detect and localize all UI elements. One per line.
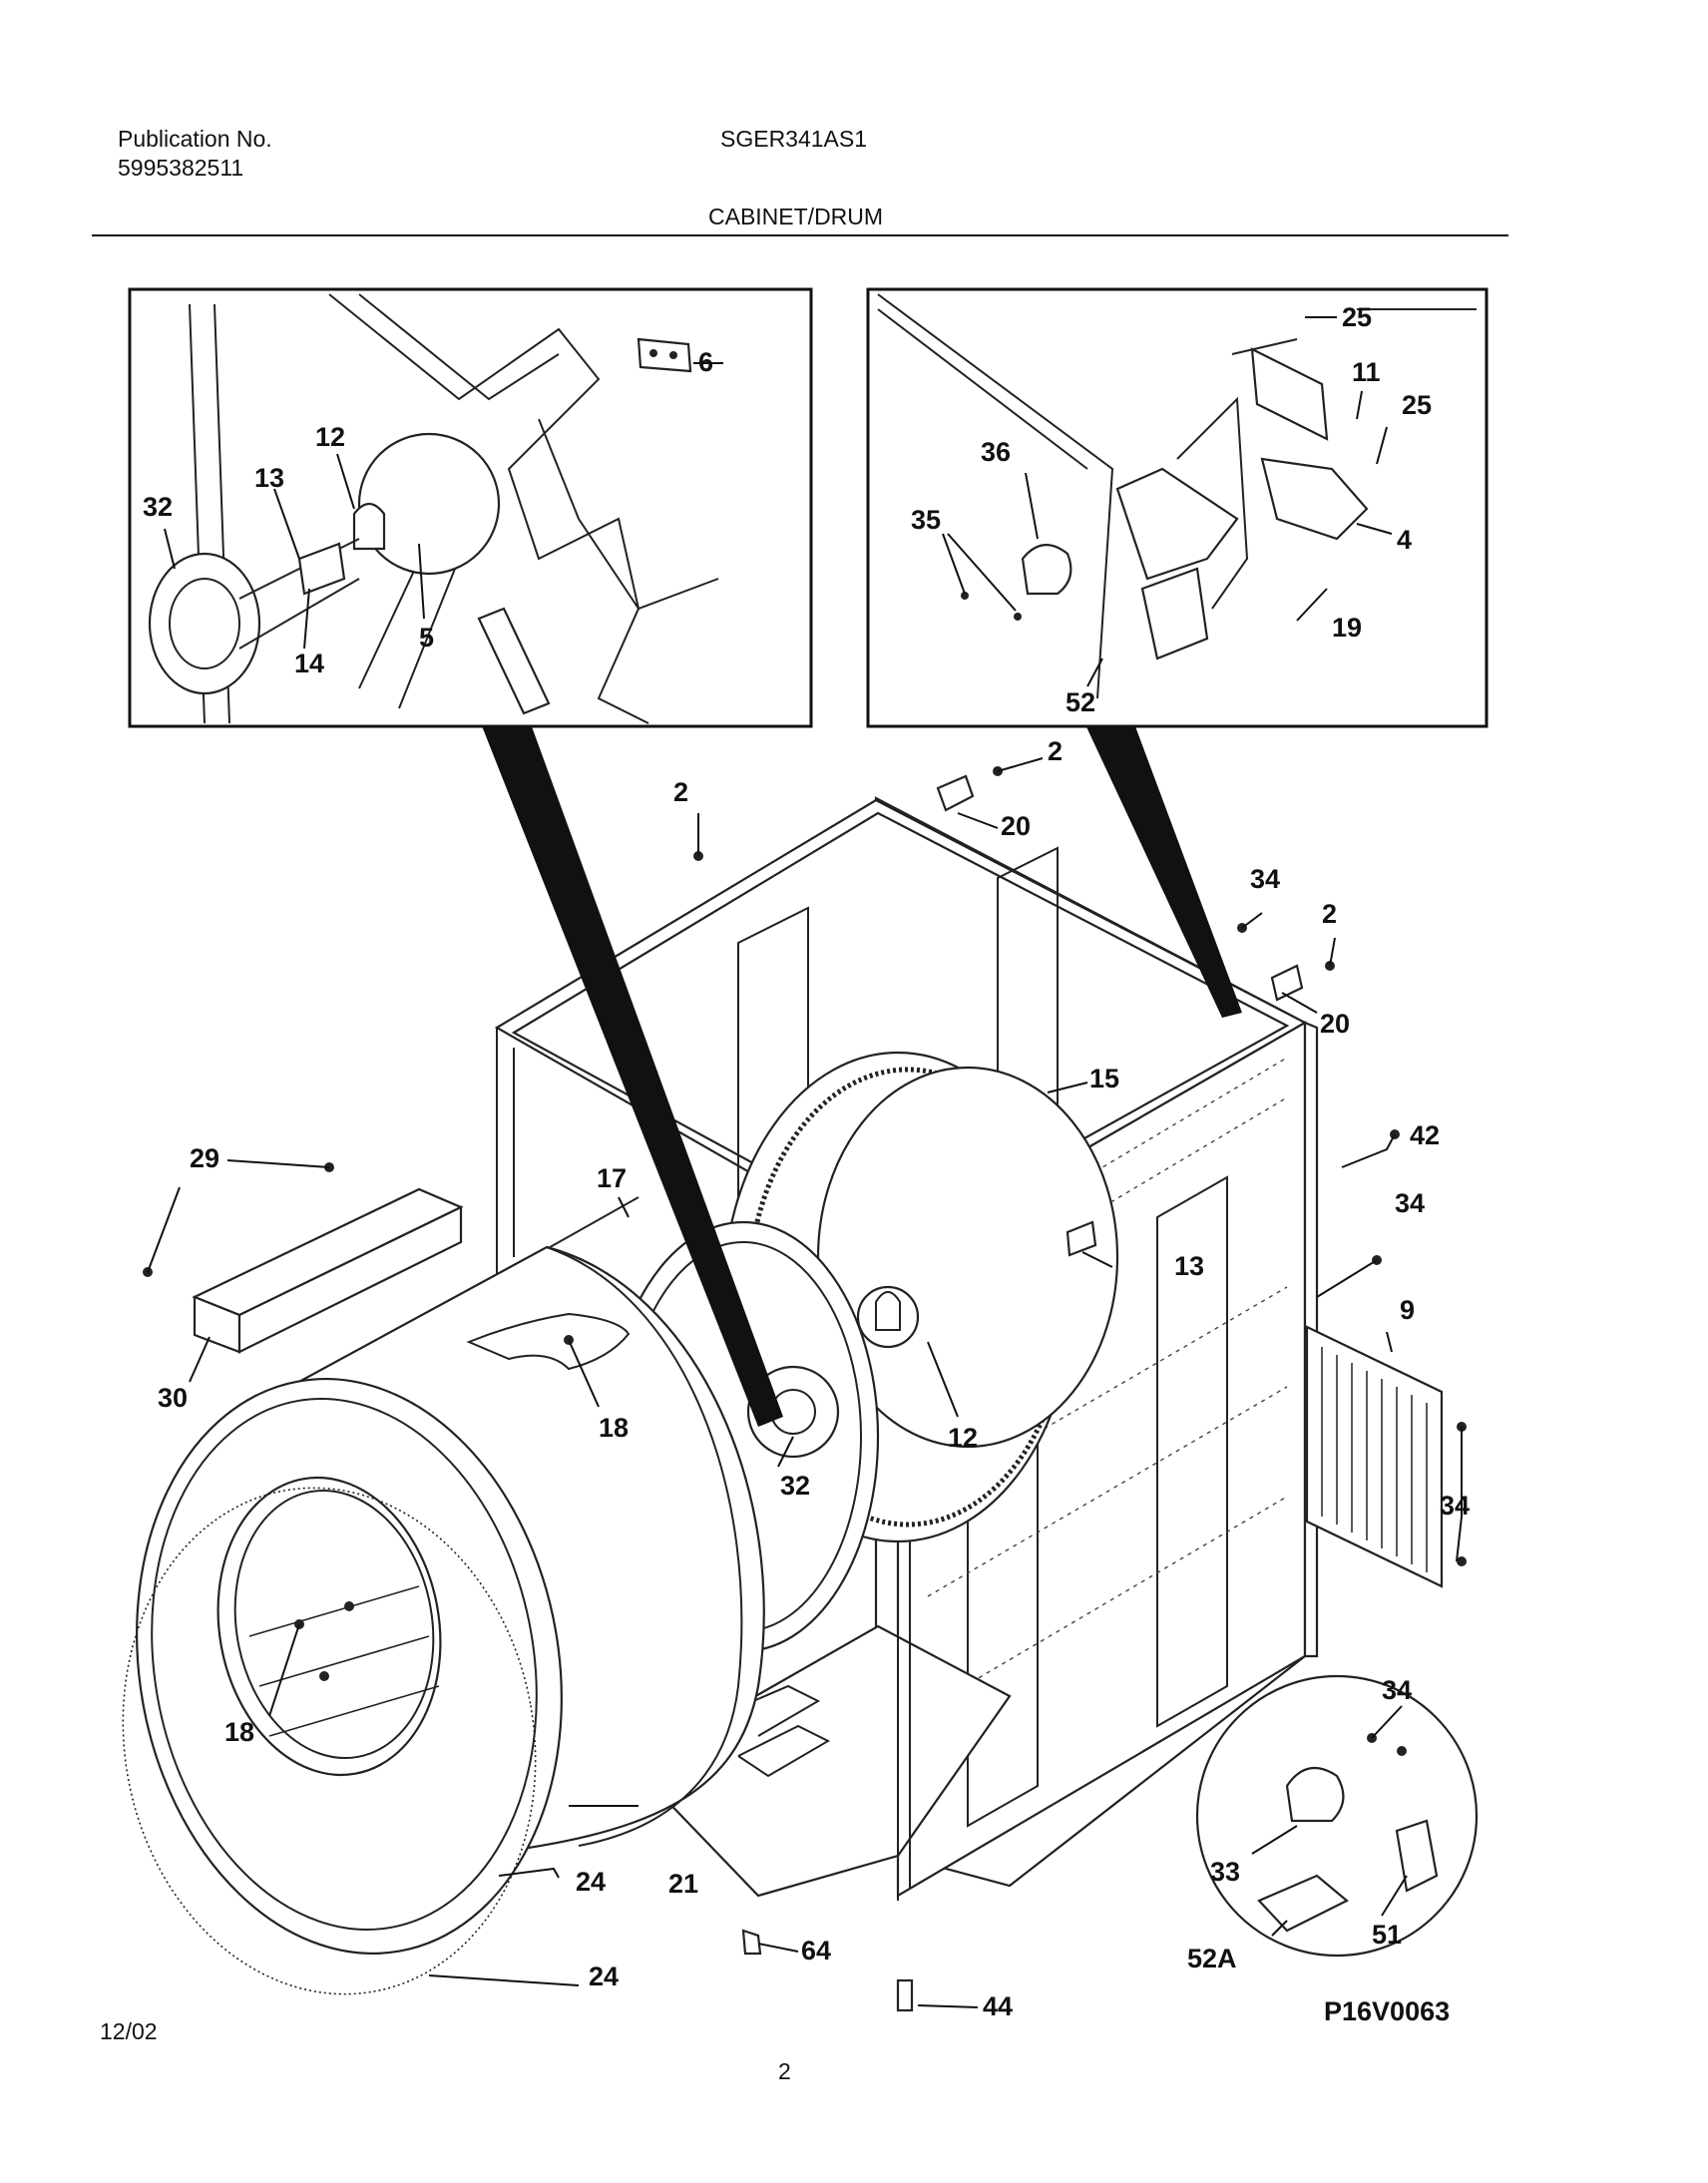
callout-13: 13 [1174,1251,1204,1281]
thermostat-zoom-circle [1195,1674,1479,1958]
callout-15: 15 [1089,1064,1119,1093]
callout-52a: 52A [1187,1944,1237,1973]
callout-5: 5 [419,623,434,653]
callout-42: 42 [1410,1120,1440,1150]
callout-9: 9 [1400,1295,1415,1325]
header-rule [92,234,1508,236]
figure-id: P16V0063 [1324,1996,1450,2026]
callout-6: 6 [698,347,713,377]
model-number: SGER341AS1 [720,126,868,152]
callout-33: 33 [1210,1857,1240,1887]
toe-kick-30 [192,1187,464,1354]
callout-34-c: 34 [1440,1491,1470,1521]
callout-2-b: 2 [1048,736,1063,766]
callout-32: 32 [143,492,173,522]
callout-51: 51 [1372,1920,1402,1950]
cabinet-drum-artwork [122,766,1479,2012]
publication-label: Publication No. [118,126,272,152]
inset-connector-left [479,718,783,1427]
inset-right [866,287,1489,728]
callout-25-top: 25 [1342,302,1372,332]
callout-17: 17 [597,1163,627,1193]
section-title: CABINET/DRUM [708,204,884,229]
callout-2-c: 2 [1322,899,1337,929]
callout-11: 11 [1352,357,1381,387]
callout-34-d: 34 [1382,1675,1412,1705]
rear-panel-9 [1305,1325,1444,1588]
callouts-inset-left: 6 12 13 32 14 5 [143,347,713,678]
callout-29: 29 [190,1143,219,1173]
callout-34-b: 34 [1395,1188,1425,1218]
callout-2-a: 2 [673,777,688,807]
callout-18-a: 18 [599,1413,629,1443]
callout-36: 36 [981,437,1011,467]
page-number: 2 [778,2058,791,2084]
callout-52: 52 [1066,687,1095,717]
callouts-inset-right: 25 11 25 36 35 4 19 52 [911,302,1432,717]
callout-44: 44 [983,1991,1013,2021]
callout-12: 12 [315,422,345,452]
callout-25-right: 25 [1402,390,1432,420]
callout-20-b: 20 [1320,1009,1350,1039]
drum-seal-24 [122,1487,537,1995]
callout-12: 12 [948,1423,978,1453]
callout-14: 14 [294,649,324,678]
callouts-main: 2 2 20 34 2 20 15 42 29 17 13 34 9 30 18… [158,736,1470,2026]
callout-35: 35 [911,505,941,535]
callout-13: 13 [254,463,284,493]
leader-lines [147,316,1463,2008]
callout-18-b: 18 [224,1717,254,1747]
callout-64: 64 [801,1936,831,1965]
callout-24-a: 24 [576,1867,606,1897]
callout-30: 30 [158,1383,188,1413]
publication-number: 5995382511 [118,155,244,181]
callout-4: 4 [1397,525,1412,555]
callout-20-a: 20 [1001,811,1031,841]
inset-connector-right [1082,718,1242,1018]
callout-32: 32 [780,1471,810,1501]
callout-21: 21 [668,1869,698,1899]
callout-24-b: 24 [589,1962,619,1991]
callout-19: 19 [1332,613,1362,643]
callout-34-a: 34 [1250,864,1280,894]
footer-date: 12/02 [100,2018,158,2044]
